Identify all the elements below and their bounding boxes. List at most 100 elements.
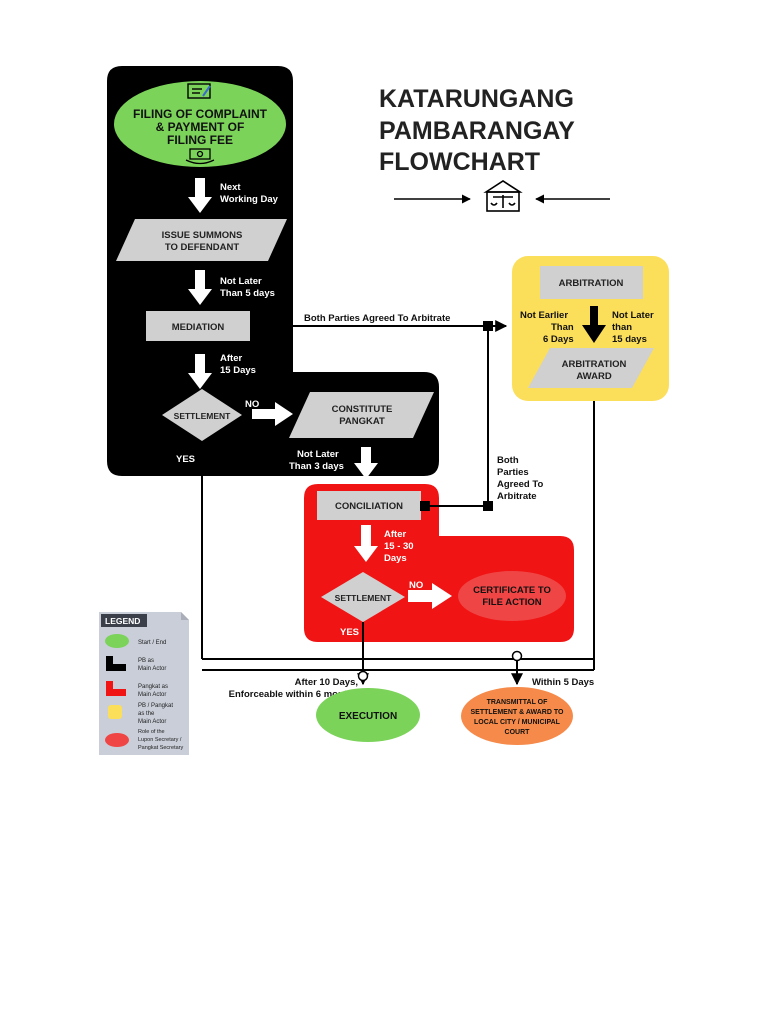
transmittal-label-1: TRANSMITTAL OF — [487, 699, 549, 706]
legend-item-1: Start / End — [138, 640, 166, 646]
svg-text:PAMBARANGAY: PAMBARANGAY — [379, 117, 575, 145]
courthouse-scales-icon — [483, 180, 523, 212]
legend-swatch-pb — [106, 656, 126, 671]
legend-item-2a: PB as — [138, 658, 154, 664]
conciliation-label: CONCILIATION — [335, 501, 403, 512]
mediation-label: MEDIATION — [172, 322, 225, 333]
legend-swatch-pb-pangkat — [108, 705, 122, 719]
settlement-decision-1 — [162, 389, 242, 441]
mediation-node — [146, 311, 250, 341]
label-nl15-2: than — [612, 322, 632, 333]
filing-label-1: FILING OF COMPLAINT — [133, 107, 268, 121]
settlement2-label: SETTLEMENT — [335, 593, 392, 603]
legend-swatch-pangkat — [106, 681, 126, 696]
filing-complaint-node — [114, 81, 286, 167]
label-yes-2: YES — [340, 627, 359, 638]
certificate-node — [458, 571, 566, 621]
svg-text:KATARUNGANG: KATARUNGANG — [379, 85, 574, 113]
legend-item-4c: Main Actor — [138, 719, 166, 725]
white-arrows — [188, 178, 378, 479]
label-no-1: NO — [245, 399, 259, 410]
label-ne6-2: Than — [551, 322, 574, 333]
label-within5: Within 5 Days — [532, 677, 594, 688]
legend: LEGEND Start / End PB as Main Actor Pang… — [99, 612, 189, 755]
transmittal-label-3: LOCAL CITY / MUNICIPAL — [474, 719, 561, 726]
arbitration-node — [540, 266, 643, 299]
arrow-filing-summons — [188, 178, 212, 213]
connector-joints — [250, 321, 493, 511]
certificate-label-2: FILE ACTION — [482, 597, 541, 608]
legend-title: LEGEND — [105, 616, 140, 626]
label-no-2: NO — [409, 580, 423, 591]
label-after10-2: Enforceable within 6 months — [229, 689, 358, 700]
label-nl15-1: Not Later — [612, 310, 654, 321]
legend-item-5b: Lupon Secretary / — [138, 737, 182, 743]
transmittal-label-4: COURT — [505, 729, 531, 736]
title: KATARUNGANG PAMBARANGAY FLOWCHART — [379, 85, 575, 176]
label-nl3-2: Than 3 days — [289, 461, 344, 472]
label-both-side-1: Both — [497, 455, 519, 466]
execution-node — [316, 688, 420, 742]
pangkat-label-1: CONSTITUTE — [332, 404, 393, 415]
label-ne6-1: Not Earlier — [520, 310, 568, 321]
money-hand-icon — [185, 148, 215, 165]
summons-label-2: TO DEFENDANT — [165, 242, 239, 253]
document-icon — [187, 83, 211, 99]
settlement1-label: SETTLEMENT — [174, 411, 231, 421]
label-after15-1: After — [220, 353, 242, 364]
label-both-side-3: Agreed To — [497, 479, 543, 490]
arrow-summons-mediation — [188, 270, 212, 305]
white-arrows-red — [354, 525, 452, 609]
arbitration-award-node — [528, 348, 654, 388]
conciliation-node — [317, 491, 421, 520]
arrow-conciliation-settlement — [354, 525, 378, 562]
legend-item-5a: Role of the — [138, 729, 165, 735]
label-next-1: Next — [220, 182, 241, 193]
arrow-settlement-certificate — [408, 583, 452, 609]
label-after10-1: After 10 Days, — [295, 677, 358, 688]
label-both-side-4: Arbitrate — [497, 491, 537, 502]
legend-item-4a: PB / Pangkat — [138, 703, 173, 709]
award-label-2: AWARD — [576, 371, 612, 382]
pangkat-label-2: PANGKAT — [339, 416, 385, 427]
label-nl3-1: Not Later — [297, 449, 339, 460]
award-label-1: ARBITRATION — [562, 359, 627, 370]
legend-swatch-secretary — [105, 733, 129, 747]
transmittal-label-2: SETTLEMENT & AWARD TO — [471, 709, 565, 716]
arrow-pangkat-conciliation — [354, 447, 378, 479]
label-after1530-2: 15 - 30 — [384, 541, 414, 552]
legend-item-5c: Pangkat Secretary — [138, 745, 183, 751]
legend-item-3b: Main Actor — [138, 692, 166, 698]
issue-summons-node — [116, 219, 287, 261]
label-both-agreed-top: Both Parties Agreed To Arbitrate — [304, 313, 450, 324]
execution-label: EXECUTION — [339, 711, 397, 722]
label-yes-1: YES — [176, 454, 195, 465]
label-nl5-2: Than 5 days — [220, 288, 275, 299]
connectors — [201, 320, 595, 686]
label-ne6-3: 6 Days — [543, 334, 574, 345]
arrow-arbitration-award — [582, 306, 606, 343]
label-both-side-2: Parties — [497, 467, 529, 478]
svg-text:FLOWCHART: FLOWCHART — [379, 148, 540, 176]
certificate-label-1: CERTIFICATE TO — [473, 585, 551, 596]
label-next-2: Working Day — [220, 194, 279, 205]
legend-item-3a: Pangkat as — [138, 684, 168, 690]
label-nl5-1: Not Later — [220, 276, 262, 287]
arbitration-label: ARBITRATION — [559, 278, 624, 289]
arrow-settlement-pangkat — [252, 402, 293, 426]
label-after15-2: 15 Days — [220, 365, 256, 376]
joint-execution — [357, 670, 369, 682]
label-after1530-1: After — [384, 529, 406, 540]
settlement-decision-2 — [321, 572, 405, 622]
label-nl15-3: 15 days — [612, 334, 647, 345]
legend-item-2b: Main Actor — [138, 666, 166, 672]
transmittal-node — [461, 687, 573, 745]
legend-item-4b: as the — [138, 711, 155, 717]
joint-transmittal — [511, 650, 523, 662]
label-after1530-3: Days — [384, 553, 407, 564]
summons-label-1: ISSUE SUMMONS — [162, 230, 243, 241]
filing-label-3: FILING FEE — [167, 133, 233, 147]
filing-label-2: & PAYMENT OF — [156, 120, 245, 134]
arrow-mediation-settlement — [188, 354, 212, 389]
